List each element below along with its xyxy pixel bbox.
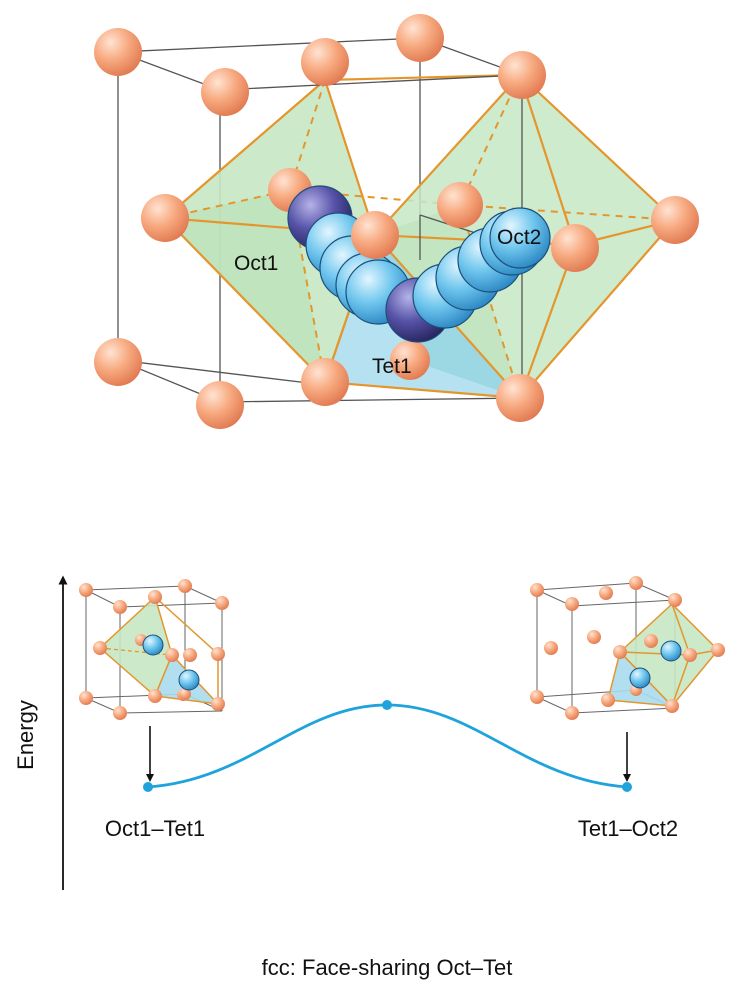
figure-caption: fcc: Face-sharing Oct–Tet <box>262 955 513 980</box>
host-atom <box>94 28 142 76</box>
mobile-atom <box>489 207 551 269</box>
host-atom <box>551 224 599 272</box>
state-label-left: Oct1–Tet1 <box>105 816 205 841</box>
energy-axis-label: Energy <box>13 700 38 770</box>
host-atom <box>544 641 558 655</box>
host-atom <box>498 51 546 99</box>
energy-curve <box>147 703 628 789</box>
mobile-atom <box>178 669 200 691</box>
mini-cell-tet1-oct2 <box>530 576 725 720</box>
host-atom <box>113 600 127 614</box>
host-atom <box>301 358 349 406</box>
host-atoms-back <box>94 14 546 380</box>
host-atom <box>211 647 225 661</box>
host-atom <box>668 593 682 607</box>
host-atom <box>587 630 601 644</box>
host-atom <box>601 693 615 707</box>
host-atom <box>683 648 697 662</box>
energy-point-oct1-tet1 <box>143 782 153 792</box>
host-atom <box>183 648 197 662</box>
host-atom <box>613 645 627 659</box>
host-atom <box>651 196 699 244</box>
host-atom <box>79 691 93 705</box>
host-atom <box>711 643 725 657</box>
host-atom <box>565 706 579 720</box>
label-oct1: Oct1 <box>234 252 278 275</box>
host-atom <box>113 706 127 720</box>
mini-cell-oct1-tet1 <box>79 579 229 720</box>
host-atom <box>148 689 162 703</box>
host-atom <box>301 38 349 86</box>
mobile-atom <box>660 640 682 662</box>
host-atom <box>94 338 142 386</box>
host-atom <box>215 596 229 610</box>
host-atom <box>179 688 191 700</box>
energy-point-saddle <box>382 700 392 710</box>
host-atom <box>629 576 643 590</box>
mobile-atom <box>629 667 651 689</box>
host-atom <box>201 68 249 116</box>
host-atom <box>93 641 107 655</box>
mobile-atom <box>142 634 164 656</box>
host-atom <box>665 699 679 713</box>
host-atom <box>390 340 430 380</box>
host-atom <box>565 597 579 611</box>
host-atom <box>211 697 225 711</box>
host-atom <box>178 579 192 593</box>
host-atom <box>351 211 399 259</box>
energy-point-tet1-oct2 <box>622 782 632 792</box>
host-atom <box>437 182 483 228</box>
host-atom <box>530 690 544 704</box>
label-oct2: Oct2 <box>497 226 541 249</box>
host-atoms-front <box>94 194 699 429</box>
host-atom <box>148 590 162 604</box>
host-atom <box>79 583 93 597</box>
host-atom <box>196 381 244 429</box>
host-atom <box>396 14 444 62</box>
host-atom <box>165 648 179 662</box>
host-atom <box>141 194 189 242</box>
host-atom <box>496 374 544 422</box>
host-atom <box>599 586 613 600</box>
host-atom <box>530 583 544 597</box>
label-tet1: Tet1 <box>372 355 412 378</box>
main-structure: Oct1 Oct2 Tet1 <box>94 14 699 429</box>
host-atom <box>644 634 658 648</box>
state-label-right: Tet1–Oct2 <box>578 816 678 841</box>
